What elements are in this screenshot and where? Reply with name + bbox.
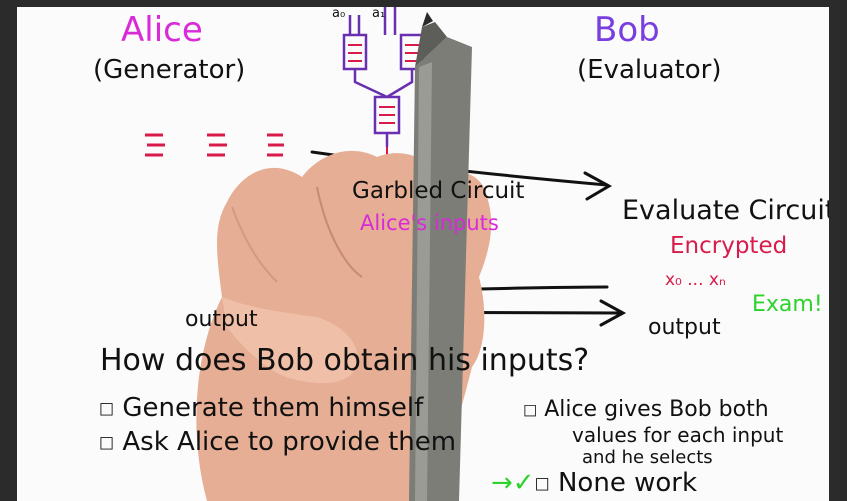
x-range-label: x₀ ... xₙ — [665, 272, 726, 289]
option-text: None work — [558, 468, 697, 498]
whiteboard: Alice (Generator) Bob (Evaluator) a₀ a₁ … — [17, 7, 829, 501]
exam-label: Exam! — [752, 294, 823, 316]
gate-circuit-sketch — [344, 7, 423, 147]
option-checkbox[interactable]: □ — [99, 399, 114, 418]
option-ask-alice: □ Ask Alice to provide them — [99, 429, 456, 455]
option-checkbox[interactable]: □ — [535, 474, 550, 493]
option-text: Alice gives Bob both — [544, 397, 769, 422]
evaluate-circuit-label: Evaluate Circuit — [622, 197, 829, 224]
check-mark-icon: ✓ — [513, 468, 535, 498]
question-text: How does Bob obtain his inputs? — [100, 346, 589, 376]
option-text: Ask Alice to provide them — [122, 427, 456, 457]
option-generate: □ Generate them himself — [99, 395, 423, 421]
alice-name: Alice — [121, 13, 203, 47]
output-left-label: output — [185, 309, 258, 331]
option-checkbox[interactable]: □ — [99, 433, 114, 452]
output-right-label: output — [648, 317, 721, 339]
garbled-circuit-label: Garbled Circuit — [352, 180, 524, 203]
encrypted-label: Encrypted — [670, 235, 787, 258]
green-arrow-icon: → — [491, 468, 513, 498]
option-alice-gives: □ Alice gives Bob both — [523, 399, 769, 421]
option-none-work: →✓□ None work — [491, 470, 697, 496]
bob-role: (Evaluator) — [577, 57, 721, 83]
option-text: Generate them himself — [122, 393, 423, 423]
ciphertext-marks — [145, 135, 284, 155]
option-alice-gives-line3: and he selects — [582, 449, 713, 467]
alices-inputs-label: Alice's inputs — [360, 213, 499, 234]
alice-role: (Generator) — [93, 57, 245, 83]
option-checkbox[interactable]: □ — [523, 401, 537, 419]
option-alice-gives-line2: values for each input — [572, 425, 783, 445]
wire-label-a0: a₀ — [332, 7, 345, 20]
bob-name: Bob — [594, 13, 660, 47]
wire-label-a1: a₁ — [372, 7, 385, 20]
